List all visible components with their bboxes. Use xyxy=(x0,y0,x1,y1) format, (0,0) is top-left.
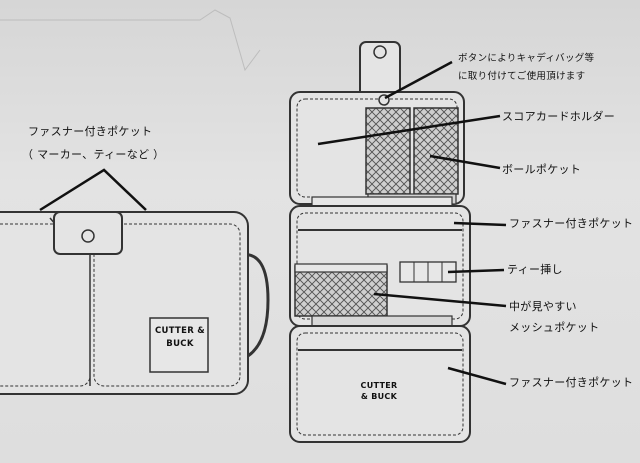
label-button-attach-2: に取り付けてご使用頂けます xyxy=(458,71,586,82)
callout-lines xyxy=(39,60,507,386)
open-pouch xyxy=(289,41,471,443)
brand-logo-left: CUTTER & BUCK xyxy=(154,326,206,349)
label-button-attach-1: ボタンによりキャディバッグ等 xyxy=(458,53,595,64)
label-tee-holder: ティー挿し xyxy=(507,263,563,276)
label-zip-pocket-middle: ファスナー付きポケット xyxy=(509,217,634,230)
label-scorecard-holder: スコアカードホルダー xyxy=(502,110,615,123)
packaging-edge xyxy=(0,9,261,72)
label-zip-pocket-top-note: （ マーカー、ティーなど ） xyxy=(22,148,165,161)
label-ball-pocket: ボールポケット xyxy=(502,163,582,176)
label-mesh-pocket-1: 中が見やすい xyxy=(509,300,577,313)
label-mesh-pocket-2: メッシュポケット xyxy=(509,321,600,334)
label-zip-pocket-bottom: ファスナー付きポケット xyxy=(509,376,634,389)
label-zip-pocket-top: ファスナー付きポケット xyxy=(28,125,153,138)
closed-pouch xyxy=(0,211,270,395)
brand-logo-bottom: CUTTER & BUCK xyxy=(360,381,398,402)
